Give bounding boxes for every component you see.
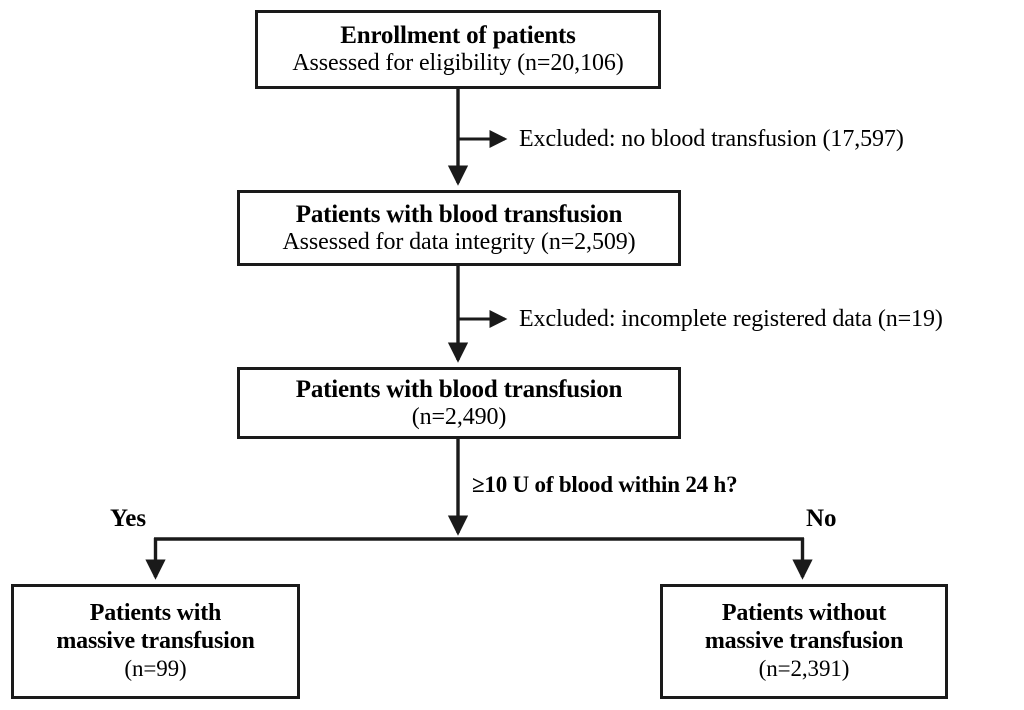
node-transfused-integrity-subtitle: Assessed for data integrity (n=2,509) [282, 228, 636, 255]
node-enrollment: Enrollment of patients Assessed for elig… [255, 10, 661, 89]
node-nonmassive-transfusion: Patients without massive transfusion (n=… [660, 584, 948, 699]
decision-criterion-label: ≥10 U of blood within 24 h? [472, 472, 738, 497]
exclusion-label-1: Excluded: no blood transfusion (17,597) [519, 126, 904, 152]
branch-label-no: No [806, 505, 837, 532]
node-transfused-final-title: Patients with blood transfusion [295, 375, 623, 403]
node-enrollment-subtitle: Assessed for eligibility (n=20,106) [292, 50, 624, 77]
node-massive-title-line1: Patients with [89, 600, 222, 627]
node-enrollment-title: Enrollment of patients [340, 22, 576, 50]
node-nonmassive-subtitle: (n=2,391) [758, 655, 850, 681]
node-massive-transfusion: Patients with massive transfusion (n=99) [11, 584, 300, 699]
node-nonmassive-title-line2: massive transfusion [704, 628, 904, 655]
node-transfused-final: Patients with blood transfusion (n=2,490… [237, 367, 681, 439]
node-nonmassive-title-line1: Patients without [721, 600, 887, 627]
node-massive-title-line2: massive transfusion [56, 628, 255, 655]
node-transfused-final-subtitle: (n=2,490) [411, 403, 507, 430]
exclusion-label-2: Excluded: incomplete registered data (n=… [519, 306, 943, 332]
node-transfused-integrity-title: Patients with blood transfusion [295, 200, 623, 228]
branch-label-yes: Yes [110, 505, 147, 532]
node-transfused-integrity: Patients with blood transfusion Assessed… [237, 190, 681, 266]
node-massive-subtitle: (n=99) [124, 655, 187, 681]
